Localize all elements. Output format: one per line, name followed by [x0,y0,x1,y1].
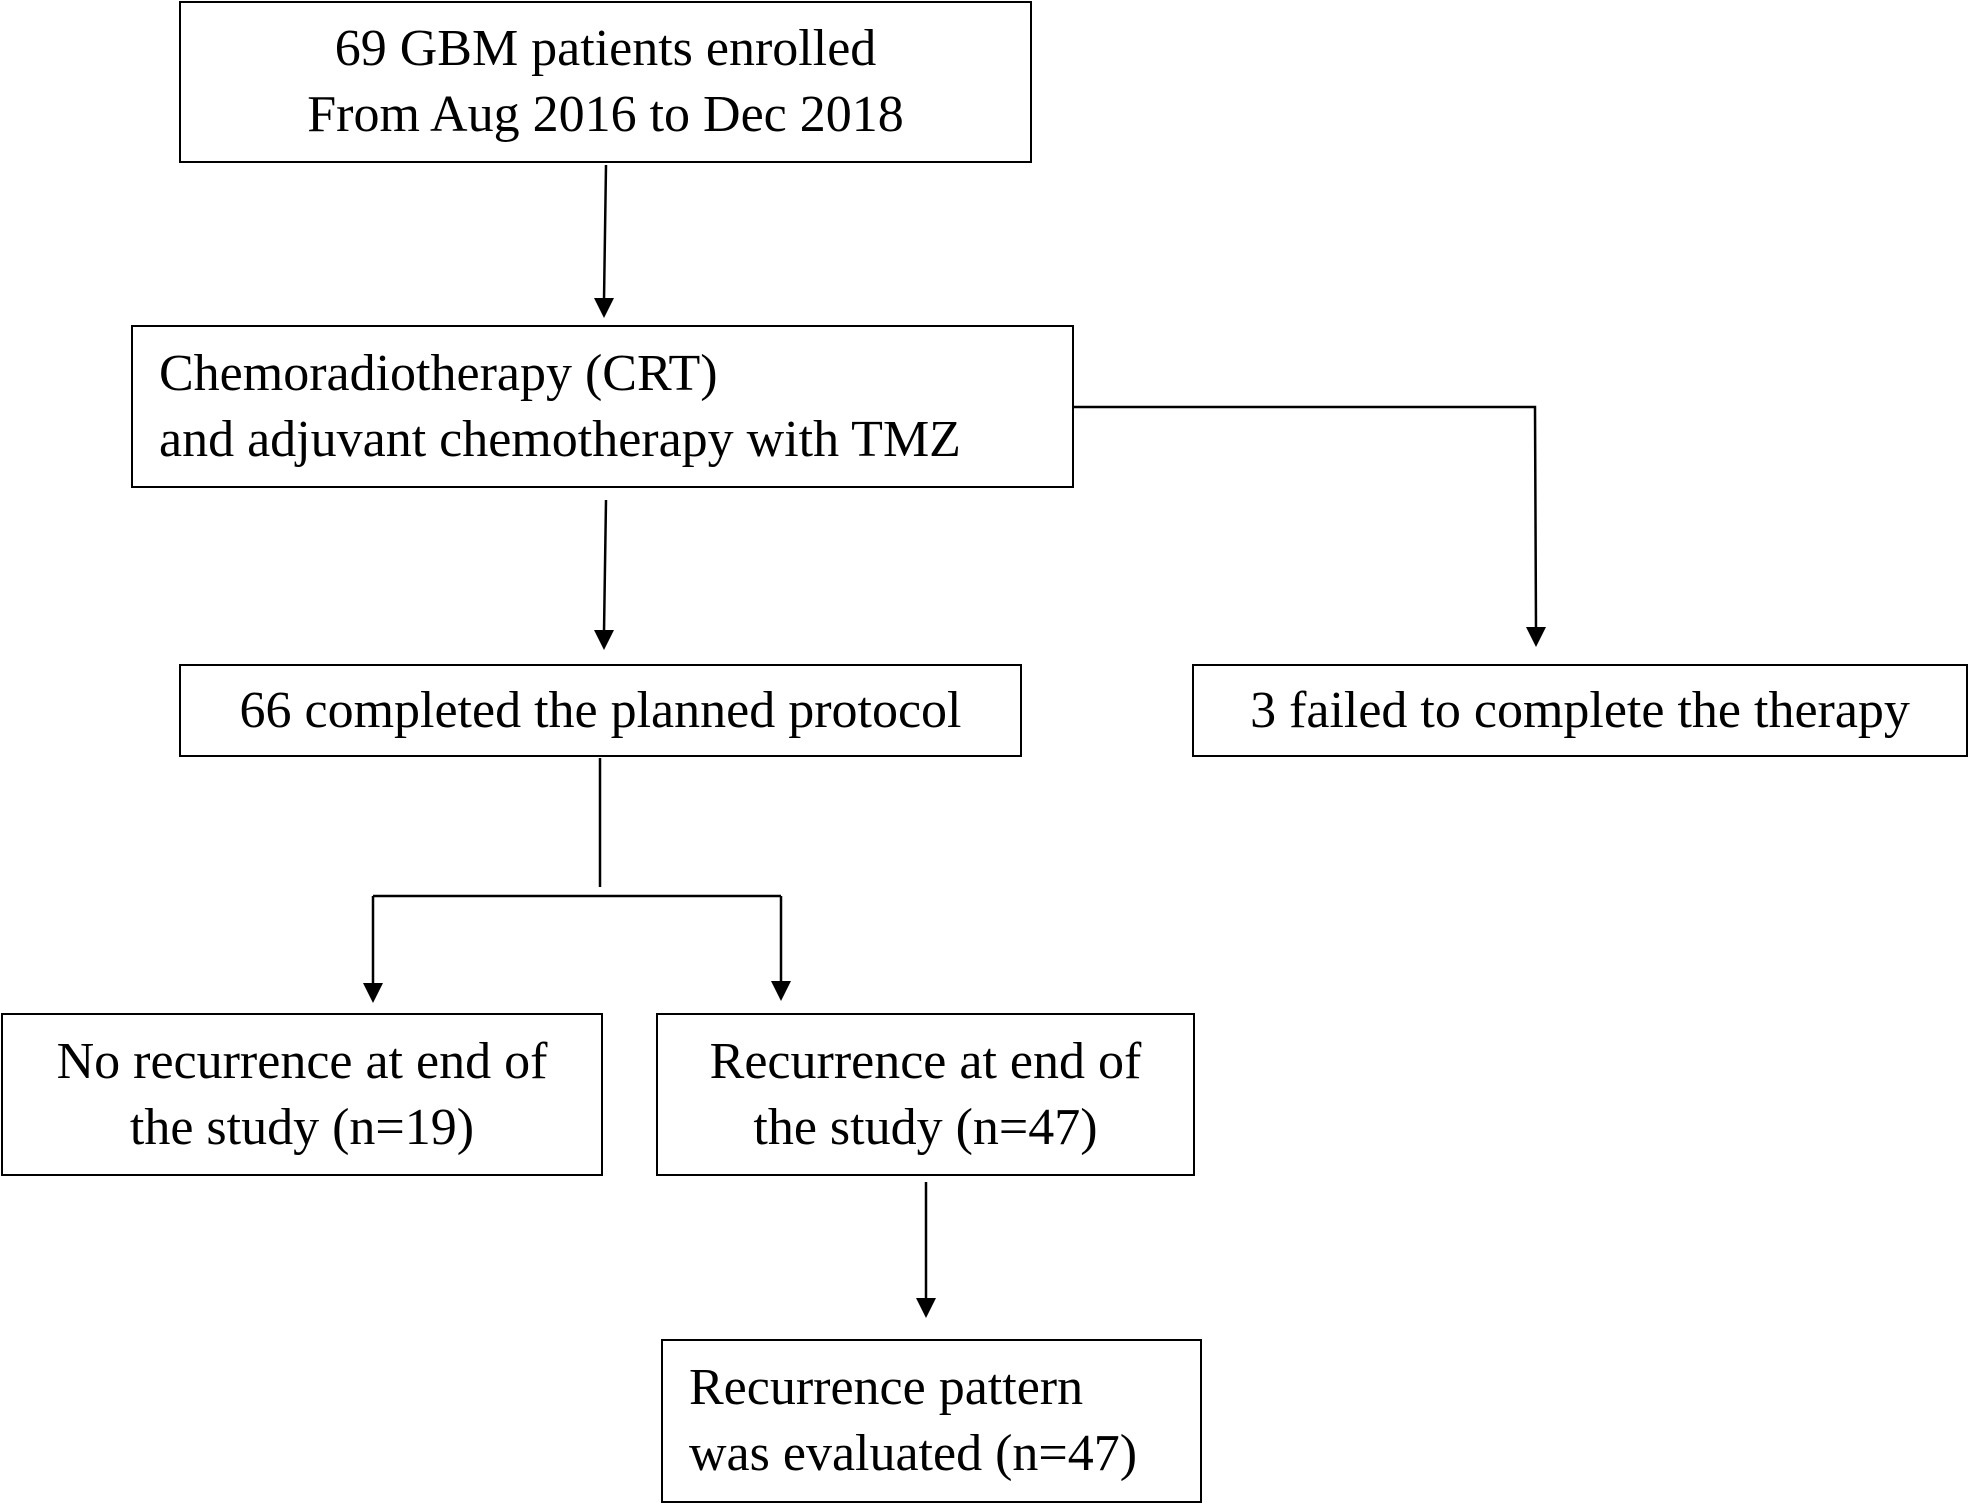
recurrence-text-line2: the study (n=47) [753,1098,1098,1156]
arrowhead-evaluated [916,1298,936,1318]
arrow-enrolled-to-treatment [602,164,608,301]
recurrence-text-line1: Recurrence at end of [709,1032,1142,1090]
evaluated-text-line2: was evaluated (n=47) [689,1425,1138,1482]
arrowhead-recurrence [771,981,791,1001]
arrowhead-treatment [594,298,614,318]
evaluated-text-line1: Recurrence pattern [689,1359,1084,1416]
recurrence-box: Recurrence at end of the study (n=47) [656,1013,1195,1176]
no-recurrence-text-line1: No recurrence at end of [56,1032,548,1090]
failed-box: 3 failed to complete the therapy [1192,664,1968,757]
treatment-text-line2: and adjuvant chemotherapy with TMZ [159,410,961,468]
treatment-text-line1: Chemoradiotherapy (CRT) [159,344,718,402]
no-recurrence-text-line2: the study (n=19) [129,1098,475,1156]
failed-text: 3 failed to complete the therapy [1250,681,1910,739]
no-recurrence-box: No recurrence at end of the study (n=19) [1,1013,603,1176]
treatment-box: Chemoradiotherapy (CRT) and adjuvant che… [131,325,1074,488]
arrowhead-failed [1526,627,1546,647]
enrolled-text-line1: 69 GBM patients enrolled [334,20,877,77]
enrolled-text-line2: From Aug 2016 to Dec 2018 [307,86,904,143]
evaluated-box: Recurrence pattern was evaluated (n=47) [661,1339,1202,1503]
arrowhead-completed [594,630,614,650]
completed-box: 66 completed the planned protocol [179,664,1022,757]
arrow-treatment-to-failed [1073,405,1538,631]
enrolled-box: 69 GBM patients enrolled From Aug 2016 t… [179,1,1032,163]
completed-text: 66 completed the planned protocol [239,681,962,739]
arrowhead-no-recurrence [363,983,383,1003]
arrow-treatment-to-completed [602,499,608,633]
